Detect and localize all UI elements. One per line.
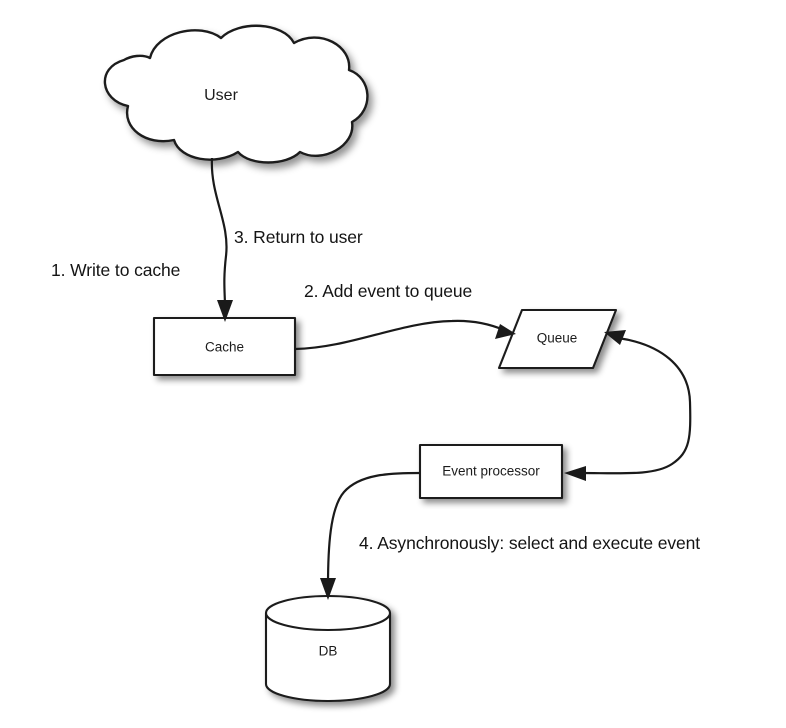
- arrowhead-into-queue: [495, 324, 516, 339]
- edge-user-to-cache: [210, 157, 233, 322]
- edge-cache-to-queue: [294, 319, 516, 351]
- edge-event-processor-to-db: [320, 471, 421, 600]
- arrowhead-into-queue-return: [604, 330, 626, 345]
- node-event-processor[interactable]: Event processor: [418, 443, 564, 500]
- edge-label-step-2: 2. Add event to queue: [304, 281, 473, 301]
- edge-label-step-3: 3. Return to user: [234, 227, 363, 247]
- node-event-processor-label: Event processor: [442, 464, 540, 479]
- arrowhead-into-event-processor: [564, 466, 586, 481]
- edge-label-step-4: 4. Asynchronously: select and execute ev…: [359, 533, 701, 553]
- edge-label-step-1: 1. Write to cache: [51, 260, 181, 280]
- node-user-label: User: [204, 87, 238, 104]
- node-db[interactable]: DB: [264, 594, 392, 703]
- node-db-label: DB: [319, 644, 338, 659]
- node-cache[interactable]: Cache: [152, 316, 297, 377]
- node-queue-label: Queue: [537, 331, 578, 346]
- arrowhead-into-cache: [217, 300, 233, 322]
- edge-queue-event-processor-loop: [564, 330, 692, 481]
- node-user[interactable]: User: [103, 24, 369, 164]
- arrowhead-into-db: [320, 578, 336, 600]
- node-queue[interactable]: Queue: [497, 308, 618, 370]
- node-cache-label: Cache: [205, 340, 244, 355]
